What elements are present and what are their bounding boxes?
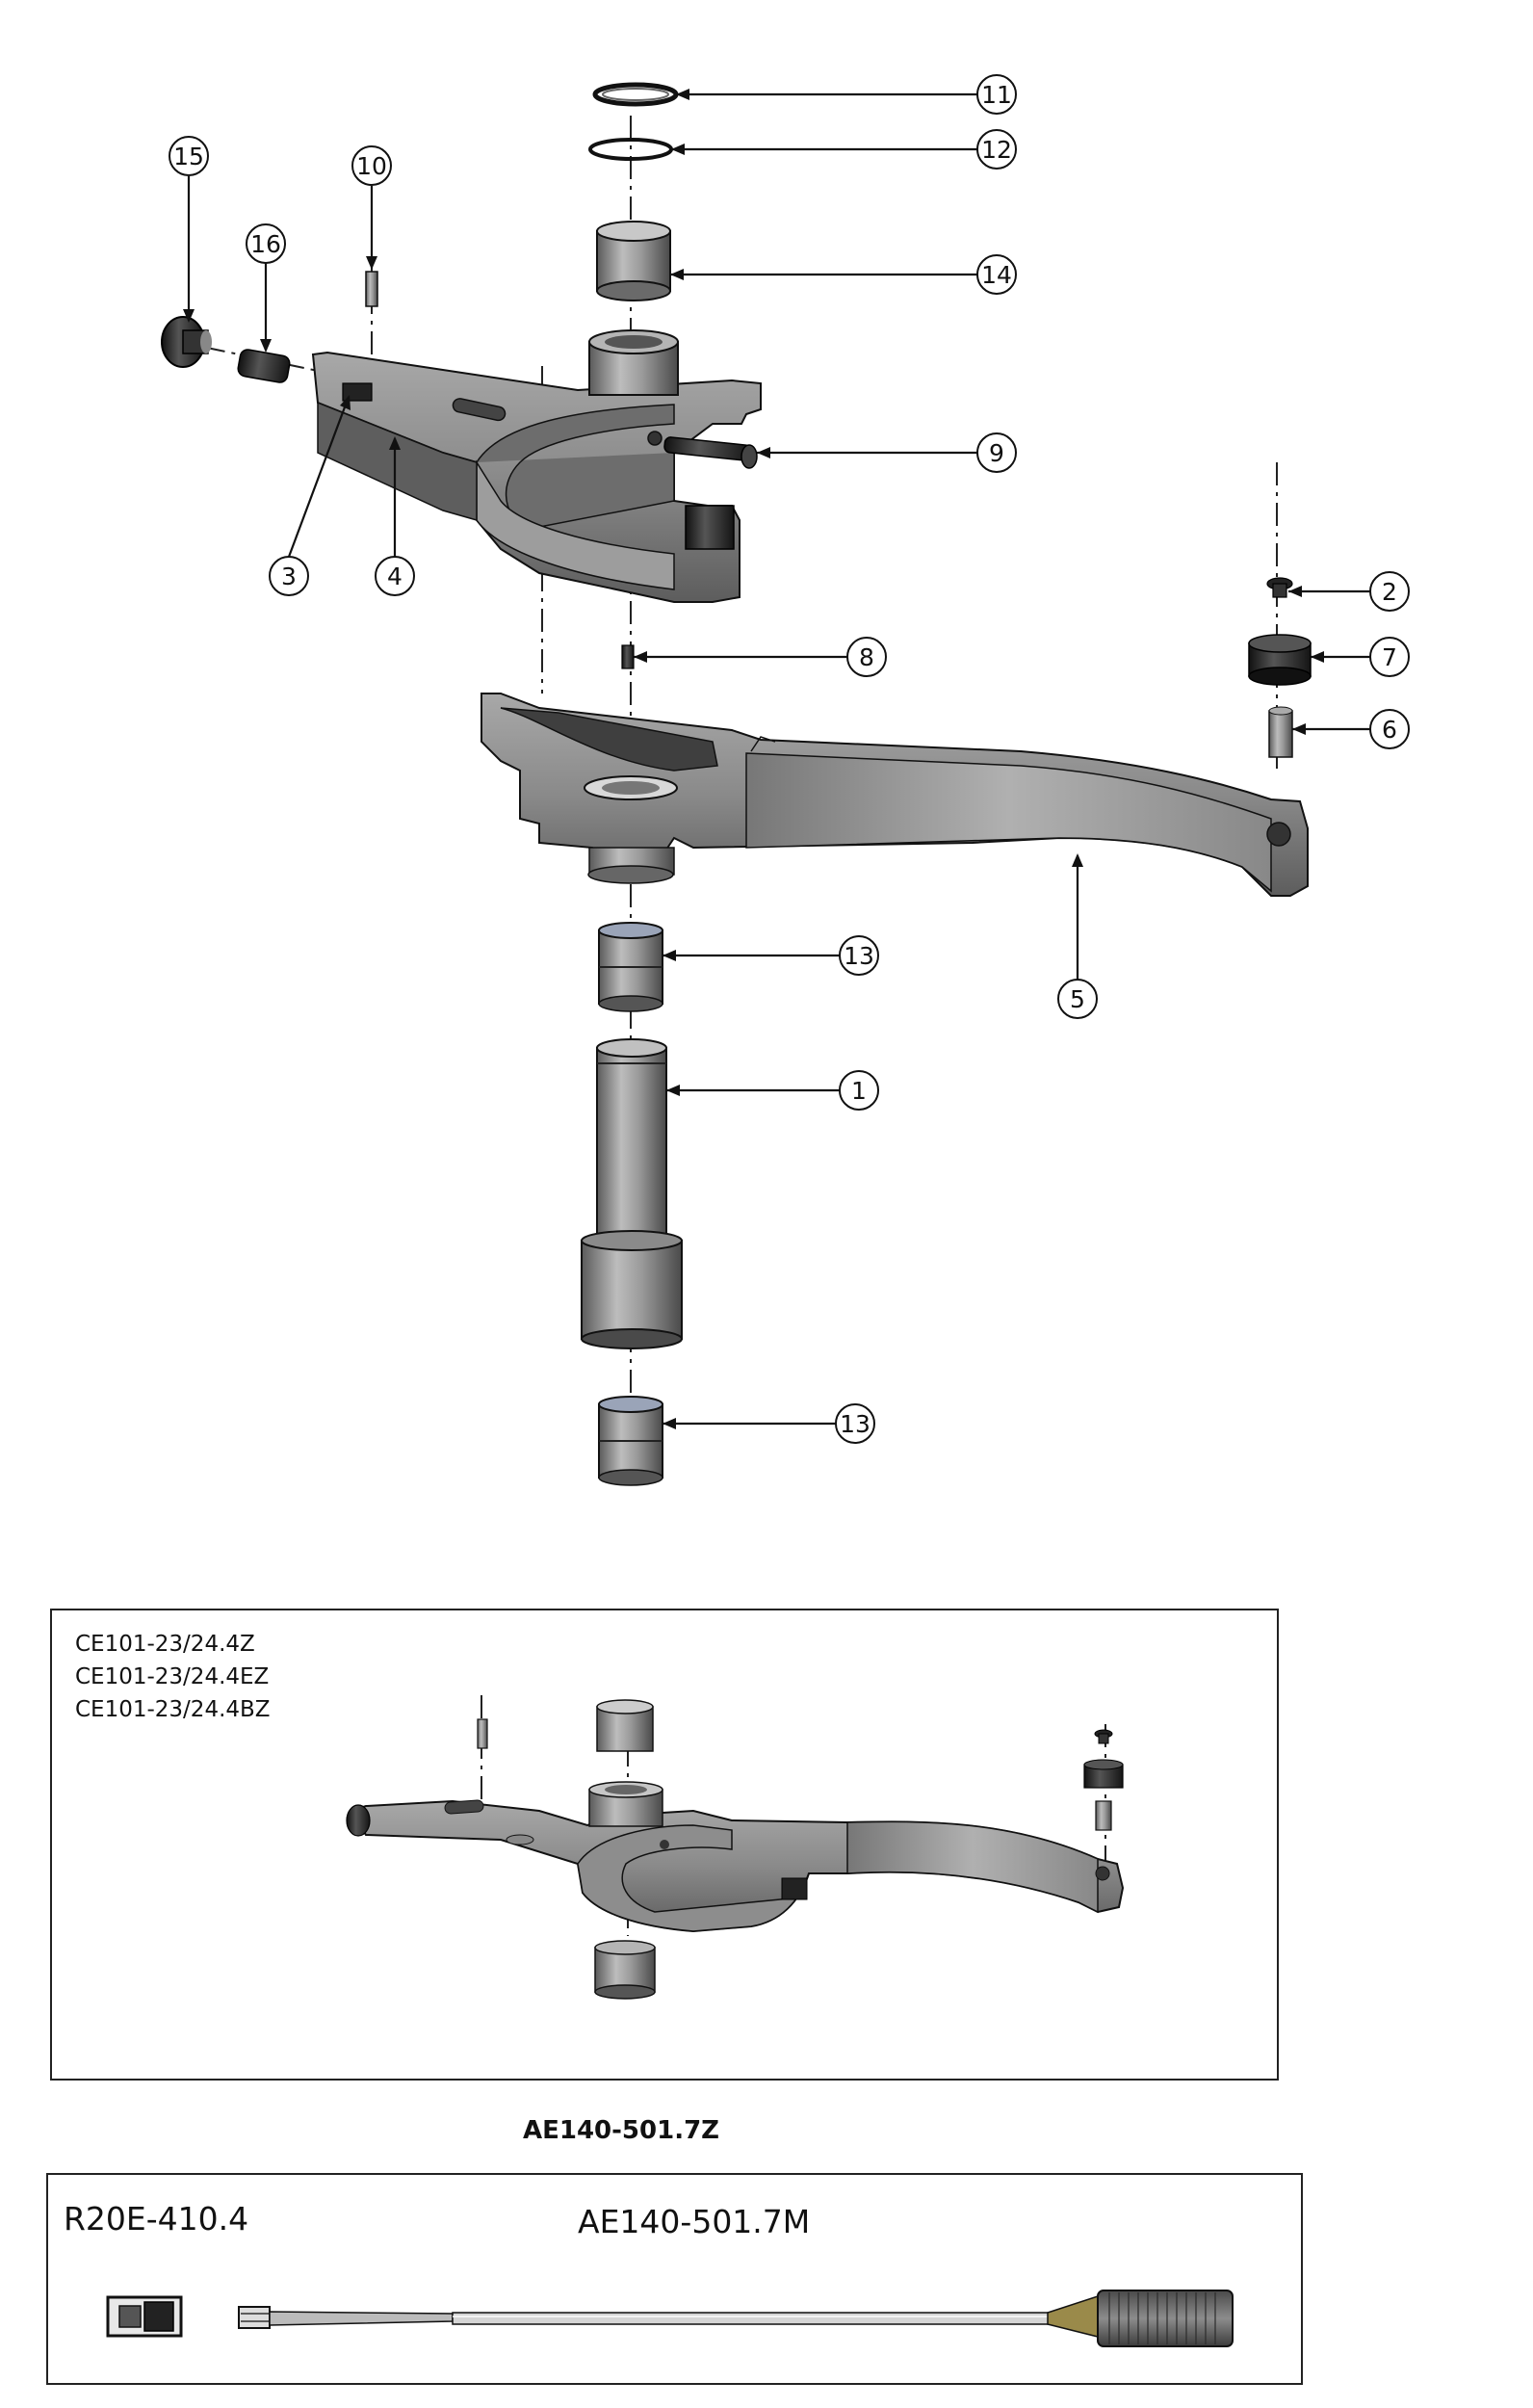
part-14-bushing <box>596 221 671 301</box>
part-4-upper-lever <box>311 329 762 603</box>
part-13-bushing-upper <box>598 922 663 1012</box>
callout-3-label: 3 <box>281 563 297 590</box>
variant-code: CE101-23/24.4EZ <box>75 1664 270 1689</box>
variant-assembly-box <box>50 1609 1279 2081</box>
connector-r20e-drawing <box>106 2295 183 2338</box>
sensor-assembly-box <box>46 2173 1303 2385</box>
part-7-spacer <box>1248 634 1312 686</box>
callout-16-label: 16 <box>250 230 281 258</box>
variant-code-list: CE101-23/24.4Z CE101-23/24.4EZ CE101-23/… <box>75 1628 271 1726</box>
part-13-bushing-lower <box>598 1396 663 1486</box>
variant-code: CE101-23/24.4Z <box>75 1632 255 1657</box>
callout-13-lower-label: 13 <box>840 1410 870 1438</box>
callout-4-label: 4 <box>387 563 403 590</box>
part-5-lower-lever <box>481 693 1309 897</box>
callout-2: 2 <box>1369 571 1410 612</box>
callout-13-upper: 13 <box>839 935 879 976</box>
callout-7: 7 <box>1369 637 1410 677</box>
callout-12-label: 12 <box>981 136 1012 164</box>
variant-assembly-drawing <box>346 1695 1125 2000</box>
callout-4: 4 <box>375 556 415 596</box>
callout-15-label: 15 <box>173 143 204 170</box>
callout-1-label: 1 <box>851 1077 867 1105</box>
part-6-sleeve <box>1268 706 1293 758</box>
part-10-pin <box>365 271 378 307</box>
callout-8: 8 <box>846 637 887 677</box>
part-8-small-pin <box>621 644 635 669</box>
part-11-retaining-ring <box>592 82 679 107</box>
callout-11: 11 <box>976 74 1017 115</box>
callout-14: 14 <box>976 254 1017 295</box>
part-1-shaft <box>581 1038 683 1349</box>
callout-13-lower: 13 <box>835 1403 875 1444</box>
variant-code: CE101-23/24.4BZ <box>75 1697 271 1722</box>
callout-7-label: 7 <box>1382 643 1397 671</box>
callout-10-label: 10 <box>356 152 387 180</box>
callout-12: 12 <box>976 129 1017 170</box>
callout-14-label: 14 <box>981 261 1012 289</box>
callout-15: 15 <box>169 136 209 176</box>
callout-10: 10 <box>351 145 392 186</box>
part-9-bolt <box>663 436 758 469</box>
callout-1: 1 <box>839 1070 879 1111</box>
sensor-code: AE140-501.7M <box>578 2203 811 2240</box>
callout-9: 9 <box>976 432 1017 473</box>
sensor-cable-drawing <box>238 2290 1234 2347</box>
callout-6: 6 <box>1369 709 1410 749</box>
leader-lines <box>183 89 1370 1429</box>
callout-11-label: 11 <box>981 81 1012 109</box>
part-15-knob <box>161 316 212 368</box>
callout-5: 5 <box>1057 979 1098 1019</box>
callout-3: 3 <box>269 556 309 596</box>
callout-2-label: 2 <box>1382 578 1397 606</box>
callout-16: 16 <box>246 223 286 264</box>
callout-8-label: 8 <box>859 643 874 671</box>
callout-9-label: 9 <box>989 439 1004 467</box>
sensor-assembly-heading: AE140-501.7Z <box>522 2116 720 2145</box>
connector-code: R20E-410.4 <box>64 2200 249 2238</box>
callout-5-label: 5 <box>1070 985 1085 1013</box>
part-2-small-screw <box>1266 577 1293 598</box>
part-16-set-screw <box>237 349 291 383</box>
callout-6-label: 6 <box>1382 716 1397 744</box>
callout-13-upper-label: 13 <box>844 942 874 970</box>
